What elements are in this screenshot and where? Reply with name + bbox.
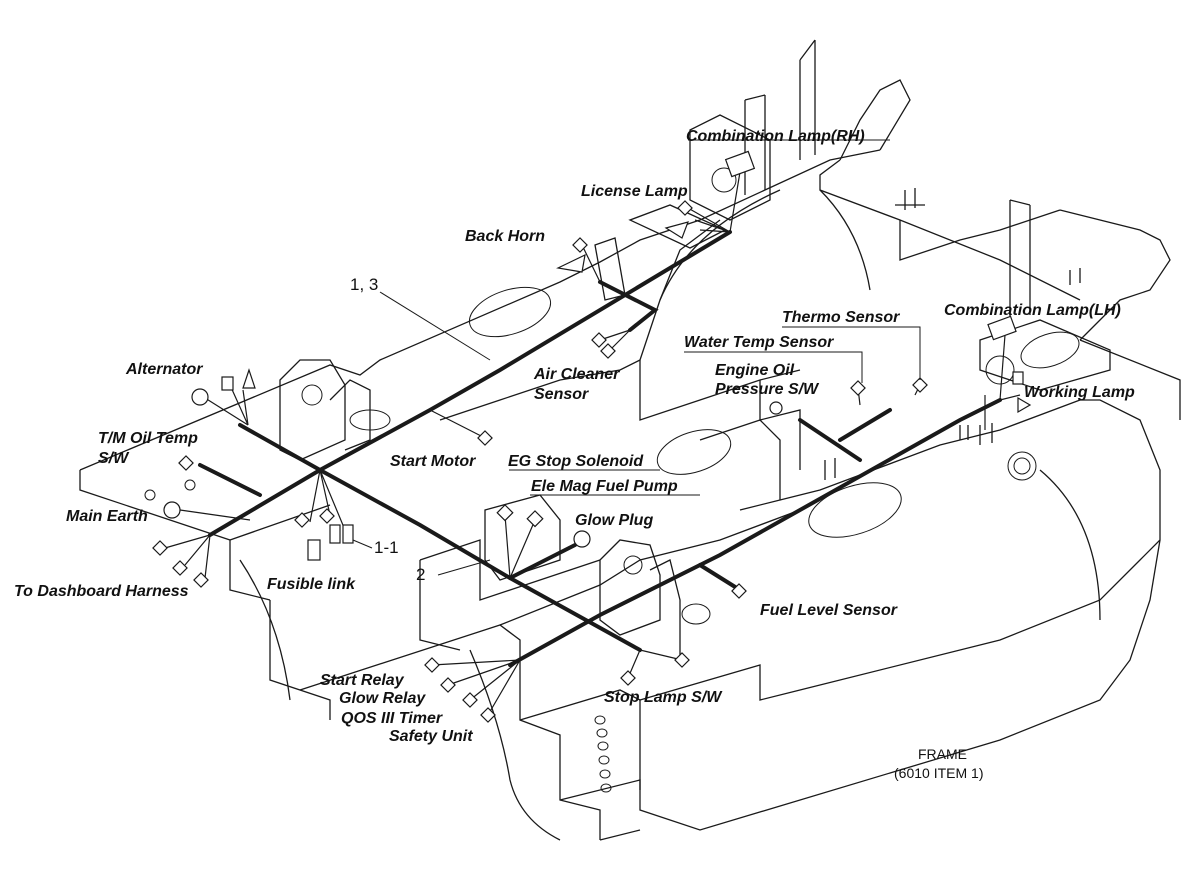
- main-earth-terminal: [163, 501, 181, 519]
- eg-stop-solenoid-connector: [496, 504, 514, 522]
- alternator-triangle-icon: [242, 368, 256, 389]
- label-tm-oil-temp-2: S/W: [98, 450, 130, 467]
- label-safety-unit: Safety Unit: [389, 728, 473, 745]
- label-tm-oil-temp-1: T/M Oil Temp: [98, 430, 198, 447]
- harness-main: [198, 230, 1002, 667]
- label-glow-relay: Glow Relay: [339, 690, 426, 707]
- chassis-frame: [79, 39, 1181, 841]
- label-glow-plug: Glow Plug: [575, 512, 653, 529]
- connectors: [152, 150, 1032, 723]
- label-air-cleaner-1: Air Cleaner: [533, 366, 620, 383]
- combination-lamp-rh-connector: [724, 150, 756, 178]
- fusible-link-icon: [307, 539, 321, 561]
- label-ref-1-1: 1-1: [374, 538, 399, 557]
- label-ref-2: 2: [416, 565, 425, 584]
- label-alternator: Alternator: [125, 361, 203, 378]
- label-frame-item: (6010 ITEM 1): [894, 765, 983, 781]
- label-engine-oil-1: Engine Oil: [715, 362, 795, 379]
- label-combination-lamp-rh: Combination Lamp(RH): [686, 128, 865, 145]
- back-horn-icon: [556, 253, 586, 273]
- license-lamp-triangle-icon: [664, 221, 689, 239]
- label-start-relay: Start Relay: [320, 672, 405, 689]
- label-fusible-link: Fusible link: [267, 576, 356, 593]
- alternator-terminal: [191, 388, 209, 406]
- label-start-motor: Start Motor: [390, 453, 476, 470]
- label-engine-oil-2: Pressure S/W: [715, 381, 820, 398]
- combination-lamp-lh-connector: [987, 315, 1017, 341]
- label-frame-title: FRAME: [918, 746, 967, 762]
- label-water-temp-sensor: Water Temp Sensor: [684, 334, 834, 351]
- label-back-horn: Back Horn: [465, 228, 545, 245]
- label-thermo-sensor: Thermo Sensor: [782, 309, 900, 326]
- label-combination-lamp-lh: Combination Lamp(LH): [944, 302, 1121, 319]
- label-eg-stop-solenoid: EG Stop Solenoid: [508, 453, 644, 470]
- leader-lines: [352, 139, 921, 576]
- working-lamp-triangle-icon: [1017, 396, 1032, 414]
- label-fuel-level-sensor: Fuel Level Sensor: [760, 602, 898, 619]
- label-qos-timer: QOS III Timer: [341, 710, 443, 727]
- working-lamp-connector: [1012, 371, 1024, 385]
- label-main-earth: Main Earth: [66, 508, 148, 525]
- label-air-cleaner-2: Sensor: [534, 386, 589, 403]
- glow-plug-terminal: [573, 530, 591, 548]
- label-ele-mag-fuel-pump: Ele Mag Fuel Pump: [531, 478, 678, 495]
- label-stop-lamp-sw: Stop Lamp S/W: [604, 689, 723, 706]
- label-working-lamp: Working Lamp: [1024, 384, 1135, 401]
- alternator-connector: [221, 376, 234, 391]
- label-ref-1-3: 1, 3: [350, 275, 378, 294]
- engine-oil-switch-terminal: [769, 401, 783, 415]
- label-to-dashboard-harness: To Dashboard Harness: [14, 583, 189, 600]
- labels: Combination Lamp(RH) License Lamp Back H…: [14, 128, 1135, 781]
- harness-branches: [164, 171, 1021, 716]
- label-license-lamp: License Lamp: [581, 183, 688, 200]
